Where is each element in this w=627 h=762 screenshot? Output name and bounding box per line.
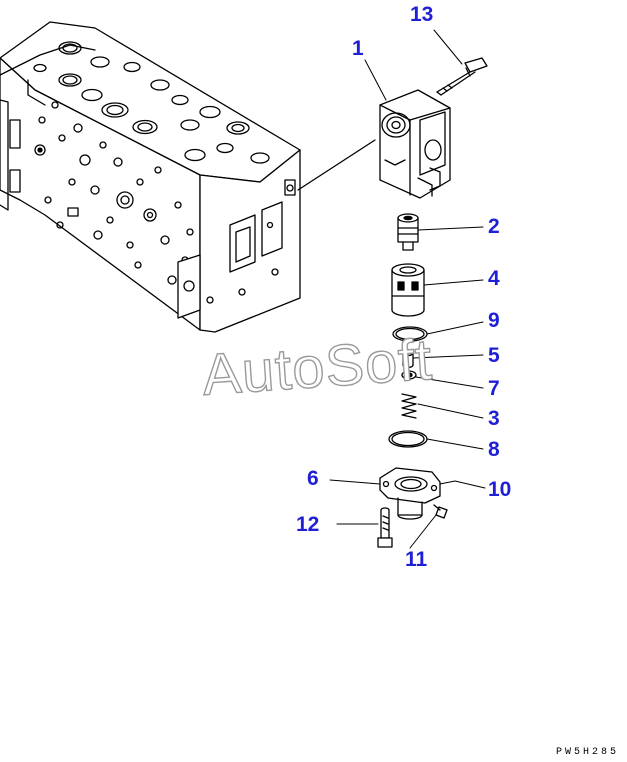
- pin-part-5: [402, 349, 414, 369]
- callout-7: 7: [488, 377, 500, 400]
- plug-part-11: [433, 504, 448, 519]
- callout-1: 1: [352, 37, 364, 60]
- callout-2: 2: [488, 215, 500, 238]
- callout-11: 11: [405, 548, 428, 571]
- seat-part-7: [401, 370, 417, 380]
- callout-4: 4: [488, 267, 500, 290]
- bolt-part-13: [436, 57, 488, 96]
- assembly-line: [297, 139, 376, 191]
- callout-13: 13: [410, 3, 434, 26]
- cap-screw-part-12: [377, 507, 393, 548]
- callout-9: 9: [488, 309, 500, 332]
- drawing-code: PW5H285: [555, 747, 619, 758]
- sleeve-part-4: [391, 263, 425, 317]
- callout-6: 6: [307, 467, 319, 490]
- spring-part-3: [401, 393, 417, 419]
- control-valve-body: [0, 21, 301, 333]
- callout-8: 8: [488, 438, 500, 461]
- valve-housing-part: [379, 89, 451, 199]
- end-face-details: [177, 179, 296, 319]
- callout-5: 5: [488, 344, 500, 367]
- cover-part-6: [379, 467, 441, 520]
- spool-part-2: [397, 213, 419, 251]
- top-face-ports: [33, 41, 270, 164]
- callout-12: 12: [296, 513, 320, 536]
- leader-lines: [329, 29, 486, 549]
- callout-10: 10: [488, 478, 512, 501]
- callout-3: 3: [488, 407, 500, 430]
- o-ring-part-8: [388, 430, 428, 448]
- front-face-ports: [34, 101, 194, 285]
